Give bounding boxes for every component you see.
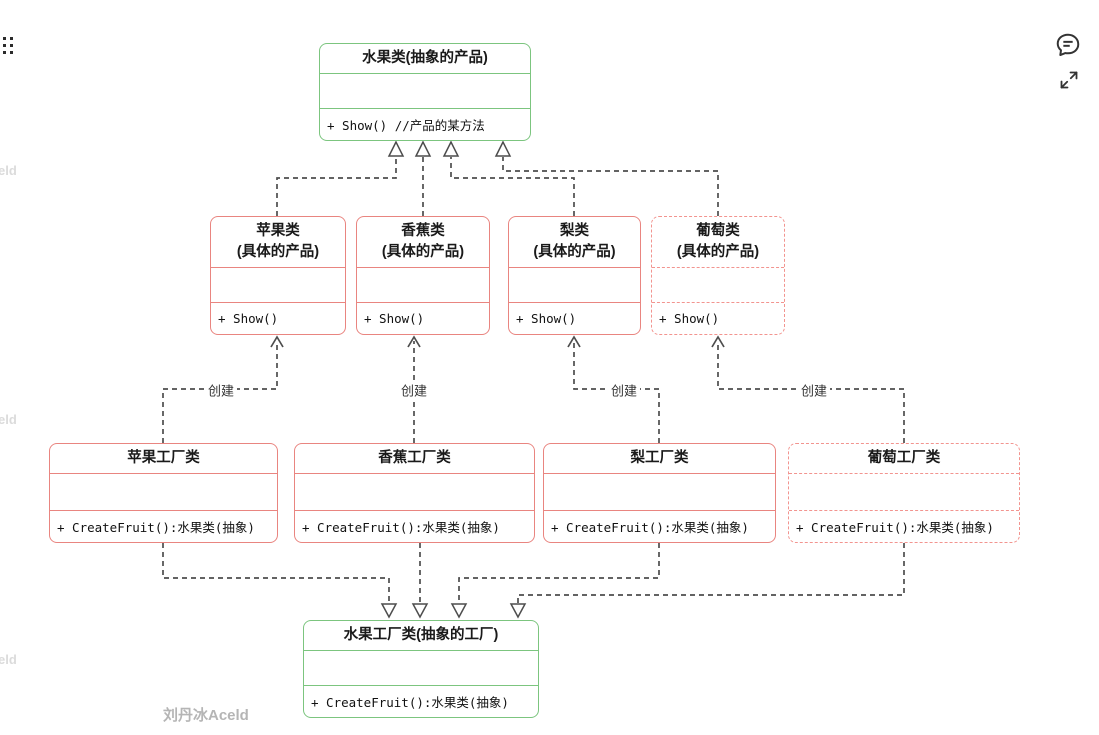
class-method: + CreateFruit():水果类(抽象) bbox=[302, 520, 500, 535]
class-box-abstract-factory[interactable]: 水果工厂类(抽象的工厂) + CreateFruit():水果类(抽象) bbox=[303, 620, 539, 718]
inheritance-arrowhead-icon bbox=[380, 603, 398, 619]
class-box-apple-product[interactable]: 苹果类 (具体的产品) + Show() bbox=[210, 216, 346, 335]
class-subtitle: (具体的产品) bbox=[676, 244, 760, 260]
edge-label-create[interactable]: 创建 bbox=[797, 380, 831, 400]
dependency-arrowhead-icon bbox=[567, 335, 581, 348]
class-fields-empty bbox=[652, 268, 784, 303]
edge-watermark-fragment: eld bbox=[0, 412, 17, 427]
class-fields-empty bbox=[357, 268, 489, 303]
class-title: 苹果类 bbox=[256, 223, 300, 239]
dependency-arrowhead-icon bbox=[270, 335, 284, 348]
class-box-grape-factory[interactable]: 葡萄工厂类 + CreateFruit():水果类(抽象) bbox=[788, 443, 1020, 543]
class-title: 梨类 bbox=[560, 223, 589, 239]
class-fields-empty bbox=[509, 268, 640, 303]
class-title: 梨工厂类 bbox=[544, 444, 775, 474]
edge-label-create[interactable]: 创建 bbox=[397, 380, 431, 400]
class-box-pear-factory[interactable]: 梨工厂类 + CreateFruit():水果类(抽象) bbox=[543, 443, 776, 543]
class-subtitle: (具体的产品) bbox=[236, 244, 320, 260]
class-fields-empty bbox=[789, 474, 1019, 511]
edge-apple-inherits-product[interactable] bbox=[276, 157, 397, 216]
class-title: 苹果工厂类 bbox=[50, 444, 277, 474]
class-fields-empty bbox=[295, 474, 534, 511]
edge-pearfactory-inherits[interactable] bbox=[458, 543, 660, 603]
class-box-grape-product[interactable]: 葡萄类 (具体的产品) + Show() bbox=[651, 216, 785, 335]
class-box-pear-product[interactable]: 梨类 (具体的产品) + Show() bbox=[508, 216, 641, 335]
class-title: 香蕉工厂类 bbox=[295, 444, 534, 474]
author-watermark: 刘丹冰Aceld bbox=[163, 707, 249, 724]
expand-icon bbox=[1060, 71, 1078, 89]
class-title: 葡萄类 bbox=[696, 223, 740, 239]
class-title: 水果类(抽象的产品) bbox=[320, 44, 530, 74]
inheritance-arrowhead-icon bbox=[442, 140, 460, 157]
edge-grape-inherits-product[interactable] bbox=[502, 157, 719, 216]
class-subtitle: (具体的产品) bbox=[381, 244, 465, 260]
class-method: + CreateFruit():水果类(抽象) bbox=[551, 520, 749, 535]
class-fields-empty bbox=[304, 651, 538, 686]
edge-label-create[interactable]: 创建 bbox=[607, 380, 641, 400]
expand-button[interactable] bbox=[1057, 68, 1081, 92]
inheritance-arrowhead-icon bbox=[494, 140, 512, 157]
inheritance-arrowhead-icon bbox=[414, 140, 432, 157]
edge-applefactory-inherits[interactable] bbox=[162, 543, 390, 603]
edge-pearfactory-creates[interactable] bbox=[573, 341, 660, 443]
inheritance-arrowhead-icon bbox=[411, 603, 429, 619]
class-method: + Show() bbox=[516, 311, 577, 326]
comment-icon bbox=[1056, 33, 1080, 57]
class-title: 水果工厂类(抽象的工厂) bbox=[304, 621, 538, 651]
dependency-arrowhead-icon bbox=[711, 335, 725, 348]
class-title: 香蕉类 bbox=[401, 223, 445, 239]
class-method: + CreateFruit():水果类(抽象) bbox=[311, 695, 509, 710]
edge-label-create[interactable]: 创建 bbox=[204, 380, 238, 400]
class-method: + Show() bbox=[659, 311, 720, 326]
inheritance-arrowhead-icon bbox=[387, 140, 405, 157]
class-box-abstract-product[interactable]: 水果类(抽象的产品) + Show() //产品的某方法 bbox=[319, 43, 531, 141]
class-title: 葡萄工厂类 bbox=[789, 444, 1019, 474]
class-method: + CreateFruit():水果类(抽象) bbox=[57, 520, 255, 535]
class-method: + CreateFruit():水果类(抽象) bbox=[796, 520, 994, 535]
class-method: + Show() bbox=[218, 311, 279, 326]
edge-grapefactory-inherits[interactable] bbox=[517, 543, 905, 603]
inheritance-arrowhead-icon bbox=[450, 603, 468, 619]
edge-watermark-fragment: eld bbox=[0, 652, 17, 667]
class-fields-empty bbox=[320, 74, 530, 109]
class-box-apple-factory[interactable]: 苹果工厂类 + CreateFruit():水果类(抽象) bbox=[49, 443, 278, 543]
class-subtitle: (具体的产品) bbox=[533, 244, 616, 260]
drag-handle-icon[interactable] bbox=[3, 37, 13, 54]
class-method: + Show() bbox=[364, 311, 425, 326]
class-fields-empty bbox=[211, 268, 345, 303]
inheritance-arrowhead-icon bbox=[509, 603, 527, 619]
class-method: + Show() //产品的某方法 bbox=[327, 118, 485, 133]
edge-pear-inherits-product[interactable] bbox=[450, 157, 575, 216]
class-box-banana-factory[interactable]: 香蕉工厂类 + CreateFruit():水果类(抽象) bbox=[294, 443, 535, 543]
class-box-banana-product[interactable]: 香蕉类 (具体的产品) + Show() bbox=[356, 216, 490, 335]
edge-watermark-fragment: eld bbox=[0, 163, 17, 178]
class-fields-empty bbox=[50, 474, 277, 511]
comment-button[interactable] bbox=[1054, 31, 1082, 59]
dependency-arrowhead-icon bbox=[407, 335, 421, 348]
class-fields-empty bbox=[544, 474, 775, 511]
